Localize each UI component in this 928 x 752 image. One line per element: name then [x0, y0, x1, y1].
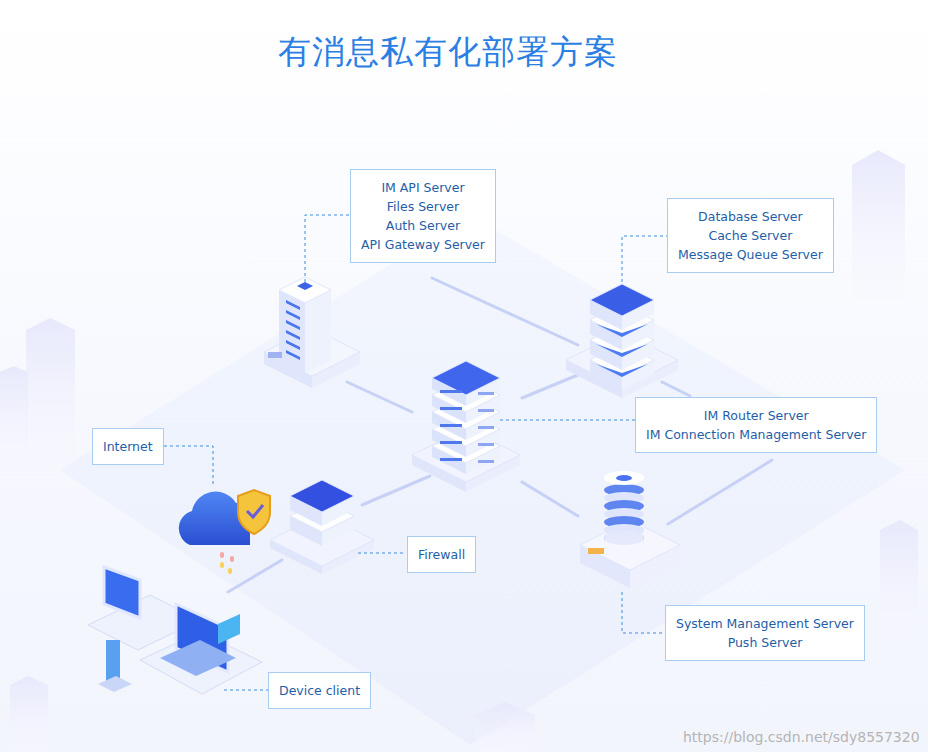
server-name: Database Server: [678, 207, 823, 226]
decor-prisms: [0, 150, 918, 752]
callout-box: Device client: [268, 672, 371, 709]
iso-face: [286, 310, 300, 320]
iso-rect: [588, 548, 604, 554]
server-name: API Gateway Server: [361, 235, 485, 254]
server-name: Push Server: [676, 633, 854, 652]
server-name: Device client: [279, 681, 360, 700]
server-name: Firewall: [418, 545, 465, 564]
server-name: IM Router Server: [646, 406, 866, 425]
iso-rect: [478, 409, 494, 412]
callout-box: Firewall: [407, 536, 476, 573]
server-name: Message Queue Server: [678, 245, 823, 264]
iso-ellipse: [604, 532, 644, 544]
iso-face: [286, 300, 300, 310]
iso-face: [286, 340, 300, 350]
server-name: IM API Server: [361, 178, 485, 197]
iso-face: [286, 350, 300, 360]
callout-box: Internet: [92, 428, 164, 465]
diagram-title: 有消息私有化部署方案: [278, 30, 618, 75]
server-name: Files Server: [361, 197, 485, 216]
server-name: Auth Server: [361, 216, 485, 235]
server-name: IM Connection Management Server: [646, 425, 866, 444]
callout-box: IM API ServerFiles ServerAuth ServerAPI …: [350, 169, 496, 263]
iso-rect: [440, 441, 462, 444]
callout-box: IM Router ServerIM Connection Management…: [635, 397, 877, 453]
iso-face: [305, 290, 331, 373]
iso-face: [286, 320, 300, 330]
iso-face: [432, 361, 500, 395]
iso-ellipse: [604, 471, 644, 485]
ground-plane: [60, 215, 905, 745]
iso-face: [290, 480, 354, 512]
iso-rect: [478, 426, 494, 429]
iso-face: [297, 282, 313, 290]
server-name: System Management Server: [676, 614, 854, 633]
server-name: Internet: [103, 437, 153, 456]
watermark: https://blog.csdn.net/sdy8557320: [683, 729, 920, 745]
server-name: Cache Server: [678, 226, 823, 245]
iso-face: [279, 290, 305, 373]
iso-face: [590, 284, 654, 316]
callout-box: Database ServerCache ServerMessage Queue…: [667, 198, 834, 273]
iso-rect: [478, 443, 494, 446]
leader-lines: [164, 215, 673, 690]
iso-rect: [440, 407, 462, 410]
device-client-icons: [88, 567, 262, 694]
callout-box: System Management ServerPush Server: [665, 605, 865, 661]
iso-face: [286, 330, 300, 340]
server-icons: [264, 277, 680, 588]
iso-ellipse: [616, 475, 632, 481]
internet-cloud: [179, 490, 270, 574]
iso-ellipse: [604, 531, 644, 545]
iso-rect: [440, 424, 462, 427]
iso-rect: [604, 480, 644, 538]
iso-rect: [478, 392, 494, 395]
iso-rect: [268, 352, 282, 358]
iso-rect: [478, 460, 494, 463]
iso-face: [580, 520, 680, 570]
iso-rect: [440, 390, 462, 393]
iso-rect: [440, 458, 462, 461]
